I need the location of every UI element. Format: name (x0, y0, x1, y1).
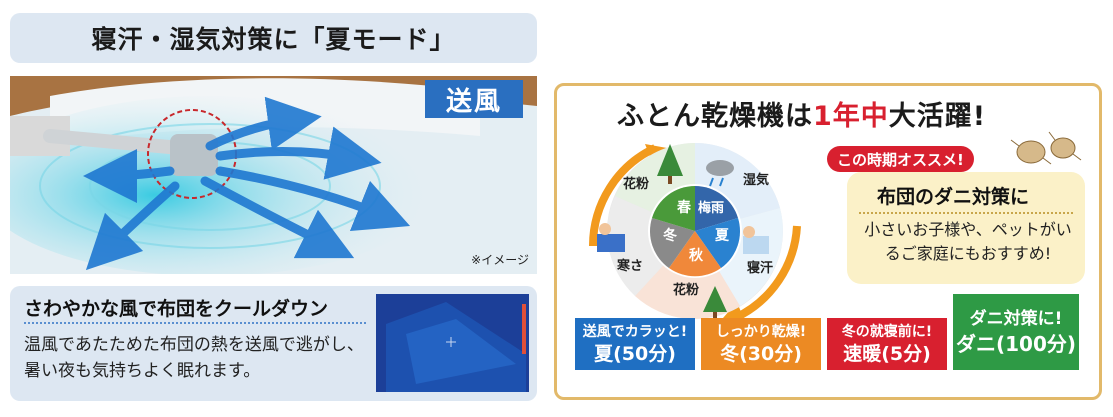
mode-card-quick-warm: 冬の就寝前に! 速暖(5分) (827, 318, 947, 370)
mode-winter-label: 冬(30分) (720, 342, 802, 365)
mode-summer-tagline: 送風でカラッと! (582, 323, 688, 340)
right-panel: ふとん乾燥機は1年中大活躍! 春 梅雨 夏 秋 冬 花粉 湿気 寝汗 花粉 寒さ… (554, 83, 1102, 400)
mode-quick-warm-tagline: 冬の就寝前に! (841, 323, 933, 340)
bubble-heading: 布団のダニ対策に (877, 186, 1030, 208)
divider (24, 322, 366, 324)
mode-card-mite: ダニ対策に! ダニ(100分) (953, 294, 1079, 370)
rain-cloud-icon (706, 160, 734, 187)
callout-bubble: 布団のダニ対策に 小さいお子様や、ペットがいるご家庭にもおすすめ! (847, 172, 1085, 284)
wheel-outer-cold: 寒さ (616, 258, 643, 274)
divider (859, 212, 1073, 214)
wheel-inner-spring: 春 (676, 199, 692, 216)
mode-mite-tagline: ダニ対策に! (969, 309, 1063, 329)
wheel-outer-pollen-spring: 花粉 (623, 176, 649, 192)
seasons-wheel: 春 梅雨 夏 秋 冬 花粉 湿気 寝汗 花粉 寒さ (588, 142, 801, 322)
mode-summer-label: 夏(50分) (594, 342, 676, 365)
recommend-tag: この時期オススメ! (827, 146, 974, 172)
right-title-highlight: 1年中 (813, 101, 889, 132)
sweating-sleeper-icon (743, 226, 769, 254)
right-title: ふとん乾燥機は1年中大活躍! (617, 94, 986, 133)
mode-card-winter: しっかり乾燥! 冬(30分) (701, 318, 821, 370)
left-title: 寝汗・湿気対策に「夏モード」 (10, 13, 537, 63)
wheel-inner-summer: 夏 (715, 227, 730, 244)
thermal-image (376, 294, 529, 392)
dust-mite-icon (1010, 131, 1082, 165)
bubble-description: 小さいお子様や、ペットがいるご家庭にもおすすめ! (864, 220, 1072, 263)
right-title-post: 大活躍! (888, 101, 987, 132)
mode-quick-warm-label: 速暖(5分) (843, 342, 931, 365)
wheel-outer-night-sweat: 寝汗 (747, 260, 773, 276)
wheel-inner-autumn: 秋 (689, 247, 704, 264)
wheel-outer-pollen-autumn: 花粉 (673, 282, 699, 298)
image-note: ※イメージ (471, 253, 529, 267)
product-photo: 送風 ※イメージ (10, 76, 537, 274)
right-title-pre: ふとん乾燥機は (617, 101, 813, 132)
wheel-inner-winter: 冬 (663, 227, 677, 244)
mode-winter-tagline: しっかり乾燥! (715, 323, 807, 340)
feature-description: 温風であたためた布団の熱を送風で逃がし、暑い夜も気持ちよく眠れます。 (24, 335, 364, 381)
feature-box: さわやかな風で布団をクールダウン 温風であたためた布団の熱を送風で逃がし、暑い夜… (10, 286, 537, 401)
tree-icon (657, 144, 683, 184)
feature-heading: さわやかな風で布団をクールダウン (24, 298, 329, 320)
mode-badge: 送風 (425, 80, 523, 118)
wheel-inner-rainy: 梅雨 (698, 200, 724, 216)
mode-card-summer: 送風でカラッと! 夏(50分) (575, 318, 695, 370)
wheel-outer-humidity: 湿気 (743, 172, 769, 188)
mode-mite-label: ダニ(100分) (955, 332, 1077, 356)
tree-icon (703, 286, 727, 320)
cold-sleeper-icon (597, 223, 625, 252)
